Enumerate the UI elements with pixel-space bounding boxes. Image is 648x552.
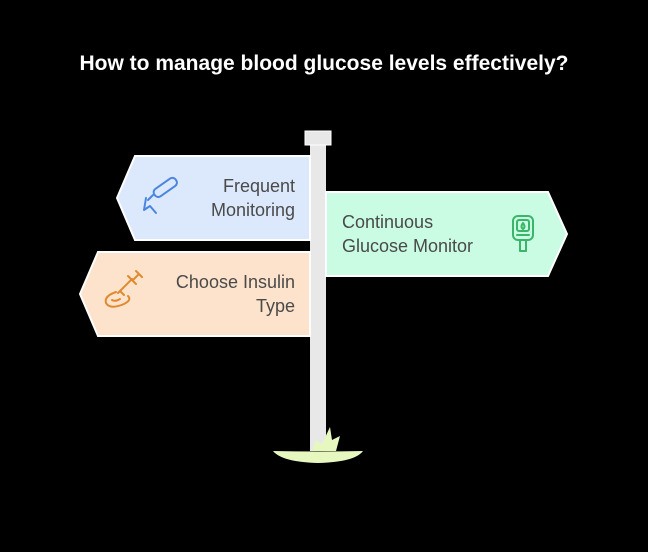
diagram-title: How to manage blood glucose levels effec… [79,52,569,75]
sign-label-choose-insulin-type: Choose Insulin Type [176,270,295,318]
sign-text-line: Type [255,296,295,316]
sign-continuous-glucose-monitor [325,191,569,277]
sign-text-line: Frequent [222,176,295,196]
sign-label-continuous-glucose-monitor: Continuous Glucose Monitor [342,210,473,258]
glucose-monitor-device-icon [512,215,534,252]
sign-text-line: Choose Insulin [175,272,295,292]
signpost-cap [304,130,332,146]
grass-tuft [312,427,340,451]
glucose-meter-pen-icon [143,176,178,214]
sign-label-frequent-monitoring: Frequent Monitoring [211,174,295,222]
sign-text-line: Monitoring [210,200,295,220]
ground-grass [273,451,363,463]
sign-text-line: Glucose Monitor [342,236,474,256]
sign-frequent-monitoring [115,155,311,241]
signpost-pole [310,143,326,451]
insulin-syringe-icon [104,270,143,308]
sign-text-line: Continuous [342,212,434,232]
